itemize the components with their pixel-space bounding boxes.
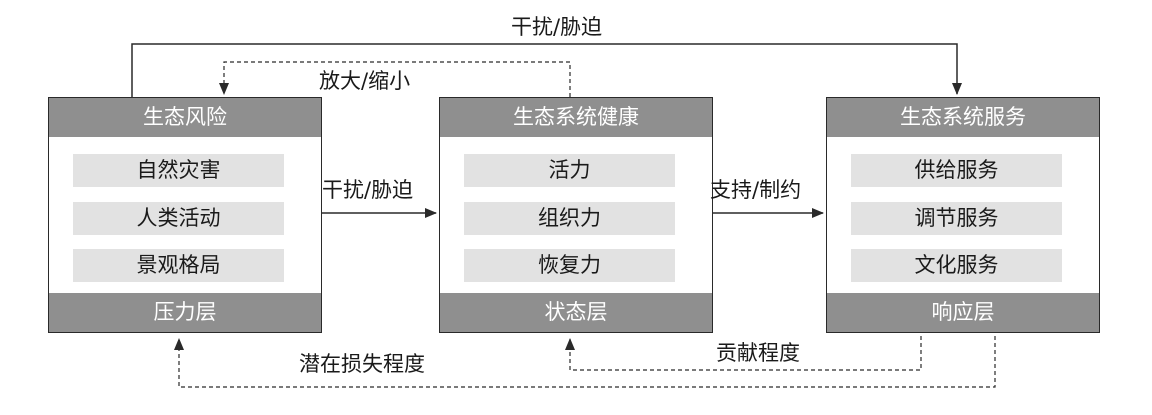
box-title: 生态系统健康 [440, 98, 712, 137]
potential-loss-arrow [174, 336, 996, 388]
box-layer: 响应层 [827, 293, 1099, 332]
box-layer: 压力层 [49, 293, 321, 332]
contribution-arrow [565, 336, 922, 371]
ecological-risk-box: 生态风险 自然灾害 人类活动 景观格局 压力层 [48, 97, 322, 333]
risk-to-health-label: 干扰/胁迫 [322, 178, 414, 202]
ecosystem-services-box: 生态系统服务 供给服务 调节服务 文化服务 响应层 [826, 97, 1100, 333]
top-arrow-label: 干扰/胁迫 [511, 15, 603, 39]
box-title: 生态系统服务 [827, 98, 1099, 137]
box-layer: 状态层 [440, 293, 712, 332]
feedback-arrow [219, 61, 571, 97]
feedback-arrow-label: 放大/缩小 [319, 69, 411, 93]
health-to-service-label: 支持/制约 [710, 178, 802, 202]
box-item: 景观格局 [73, 249, 284, 282]
box-item: 人类活动 [73, 202, 284, 235]
potential-loss-label: 潜在损失程度 [299, 352, 425, 376]
ecosystem-health-box: 生态系统健康 活力 组织力 恢复力 状态层 [439, 97, 713, 333]
box-item: 活力 [464, 154, 675, 187]
box-item: 自然灾害 [73, 154, 284, 187]
box-item: 组织力 [464, 202, 675, 235]
box-item: 文化服务 [851, 249, 1062, 282]
box-item: 调节服务 [851, 202, 1062, 235]
box-title: 生态风险 [49, 98, 321, 137]
box-item: 供给服务 [851, 154, 1062, 187]
contribution-label: 贡献程度 [716, 341, 800, 365]
box-item: 恢复力 [464, 249, 675, 282]
top-disturbance-arrow [131, 43, 962, 97]
